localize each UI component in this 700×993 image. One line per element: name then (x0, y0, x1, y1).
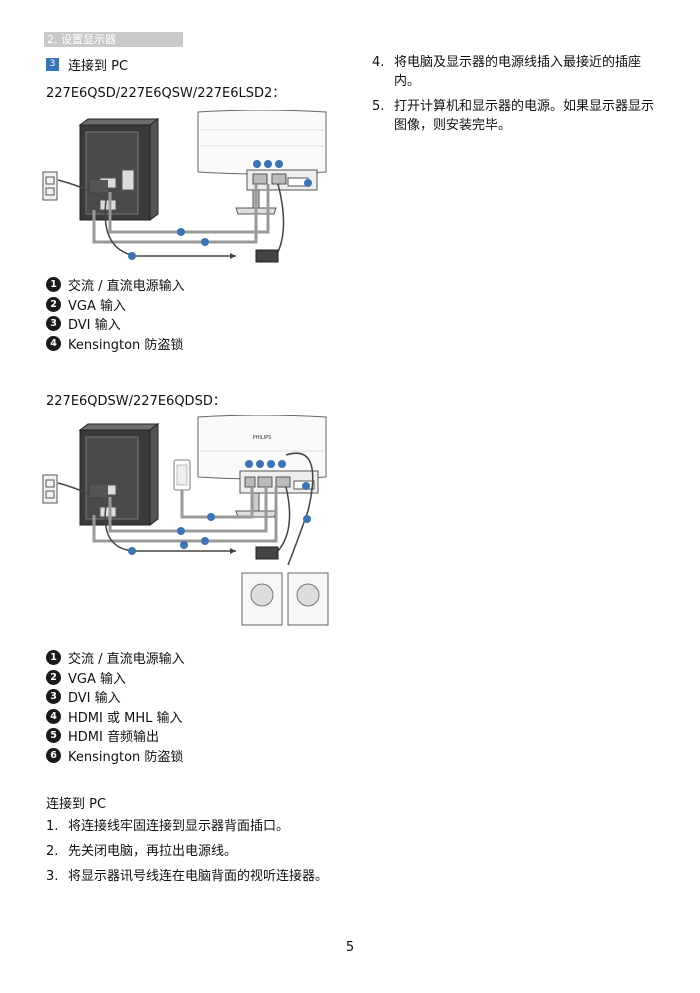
number-badge: 1 (46, 650, 61, 666)
section-header: 2. 设置显示器 (44, 32, 183, 47)
number-badge: 3 (46, 689, 61, 705)
legend-label: HDMI 音频输出 (68, 730, 159, 746)
connection-diagram-2: PHILIPS (42, 415, 329, 626)
model-group-1-title: 227E6QSD/227E6QSW/227E6LSD2： (46, 86, 286, 101)
number-badge: 4 (46, 708, 61, 724)
legend-item: 2 VGA 输入 (46, 668, 185, 688)
legend-item: 2 VGA 输入 (46, 295, 185, 315)
callout-1 (128, 252, 136, 260)
list-item: 5. 打开计算机和显示器的电源。如果显示器显示图像，则安装完毕。 (372, 97, 657, 135)
callout-2 (177, 527, 185, 535)
callout-4 (304, 179, 312, 187)
monitor-brand-label: PHILIPS (253, 435, 272, 441)
legend-label: DVI 输入 (68, 691, 121, 707)
power-adapter (255, 249, 279, 263)
callout-6 (302, 482, 310, 490)
step-text: 打开计算机和显示器的电源。如果显示器显示图像，则安装完毕。 (394, 99, 655, 133)
steps-list-right: 4. 将电脑及显示器的电源线插入最接近的插座内。 5. 打开计算机和显示器的电源。如… (372, 53, 657, 135)
step-number: 5. (372, 99, 385, 114)
legend-2: 1 交流 / 直流电源输入 2 VGA 输入 3 DVI 输入 4 HDMI 或 MHL… (46, 648, 185, 765)
legend-label: DVI 输入 (68, 318, 121, 334)
page-number: 5 (345, 940, 355, 955)
vga-cable (108, 487, 268, 533)
step-number: 4. (372, 55, 385, 70)
monitor-back (197, 110, 327, 175)
power-adapter (255, 546, 279, 560)
number-badge: 2 (46, 669, 61, 685)
step-number: 2. (46, 844, 59, 859)
legend-label: VGA 输入 (68, 298, 126, 314)
legend-item: 4 Kensington 防盗锁 (46, 334, 185, 354)
callout-5 (303, 515, 311, 523)
number-badge: 1 (46, 277, 61, 293)
callout-3 (201, 238, 209, 246)
list-item: 4. 将电脑及显示器的电源线插入最接近的插座内。 (372, 53, 657, 91)
subsection-heading: 3 连接到 PC (46, 55, 128, 74)
legend-item: 6 Kensington 防盗锁 (46, 746, 185, 766)
number-badge: 3 (46, 316, 61, 332)
list-item: 3. 将显示器讯号线连在电脑背面的视听连接器。 (46, 867, 328, 886)
connection-diagram-1 (42, 110, 327, 263)
dvi-cable (92, 184, 258, 244)
monitor-stand (252, 492, 260, 512)
legend-label: Kensington 防盗锁 (68, 749, 184, 765)
legend-label: 交流 / 直流电源输入 (68, 279, 185, 295)
callout-3 (201, 537, 209, 545)
hdmi-cable (180, 487, 254, 519)
legend-item: 3 DVI 输入 (46, 314, 185, 334)
step-number: 3. (46, 869, 59, 884)
legend-1: 1 交流 / 直流电源输入 2 VGA 输入 3 DVI 输入 4 Kensington… (46, 275, 185, 353)
number-badge: 4 (46, 335, 61, 351)
legend-label: Kensington 防盗锁 (68, 337, 184, 353)
steps-list-left: 1. 将连接线牢固连接到显示器背面插口。 2. 先关闭电脑，再拉出电源线。 3. 将显… (46, 817, 328, 886)
vga-cable (108, 184, 270, 234)
monitor-back (197, 415, 327, 480)
list-item: 2. 先关闭电脑，再拉出电源线。 (46, 842, 328, 861)
wall-outlet (42, 171, 58, 201)
legend-item: 1 交流 / 直流电源输入 (46, 275, 185, 295)
legend-label: VGA 输入 (68, 671, 126, 687)
legend-label: HDMI 或 MHL 输入 (68, 710, 183, 726)
callout-4 (207, 513, 215, 521)
number-badge: 2 (46, 296, 61, 312)
step-text: 将电脑及显示器的电源线插入最接近的插座内。 (394, 55, 642, 89)
power-cable (57, 482, 226, 552)
list-item: 1. 将连接线牢固连接到显示器背面插口。 (46, 817, 328, 836)
model-group-2-title: 227E6QDSW/227E6QDSD： (46, 394, 226, 409)
legend-item: 5 HDMI 音频输出 (46, 726, 185, 746)
dvi-cable (92, 487, 278, 543)
legend-item: 4 HDMI 或 MHL 输入 (46, 707, 185, 727)
subsection-number-badge: 3 (46, 58, 59, 71)
step-text: 将显示器讯号线连在电脑背面的视听连接器。 (68, 869, 329, 884)
legend-label: 交流 / 直流电源输入 (68, 652, 185, 668)
number-badge: 6 (46, 747, 61, 763)
connect-section-title: 连接到 PC (46, 797, 107, 812)
wall-outlet (42, 474, 58, 504)
number-badge: 5 (46, 728, 61, 744)
callout-1 (128, 547, 136, 555)
subsection-title: 连接到 PC (68, 59, 129, 74)
legend-item: 1 交流 / 直流电源输入 (46, 648, 185, 668)
step-text: 将连接线牢固连接到显示器背面插口。 (68, 819, 290, 834)
audio-cable (285, 452, 314, 566)
power-cable (57, 179, 226, 257)
step-number: 1. (46, 819, 59, 834)
legend-item: 3 DVI 输入 (46, 687, 185, 707)
callout-2 (177, 228, 185, 236)
step-text: 先关闭电脑，再拉出电源线。 (68, 844, 238, 859)
